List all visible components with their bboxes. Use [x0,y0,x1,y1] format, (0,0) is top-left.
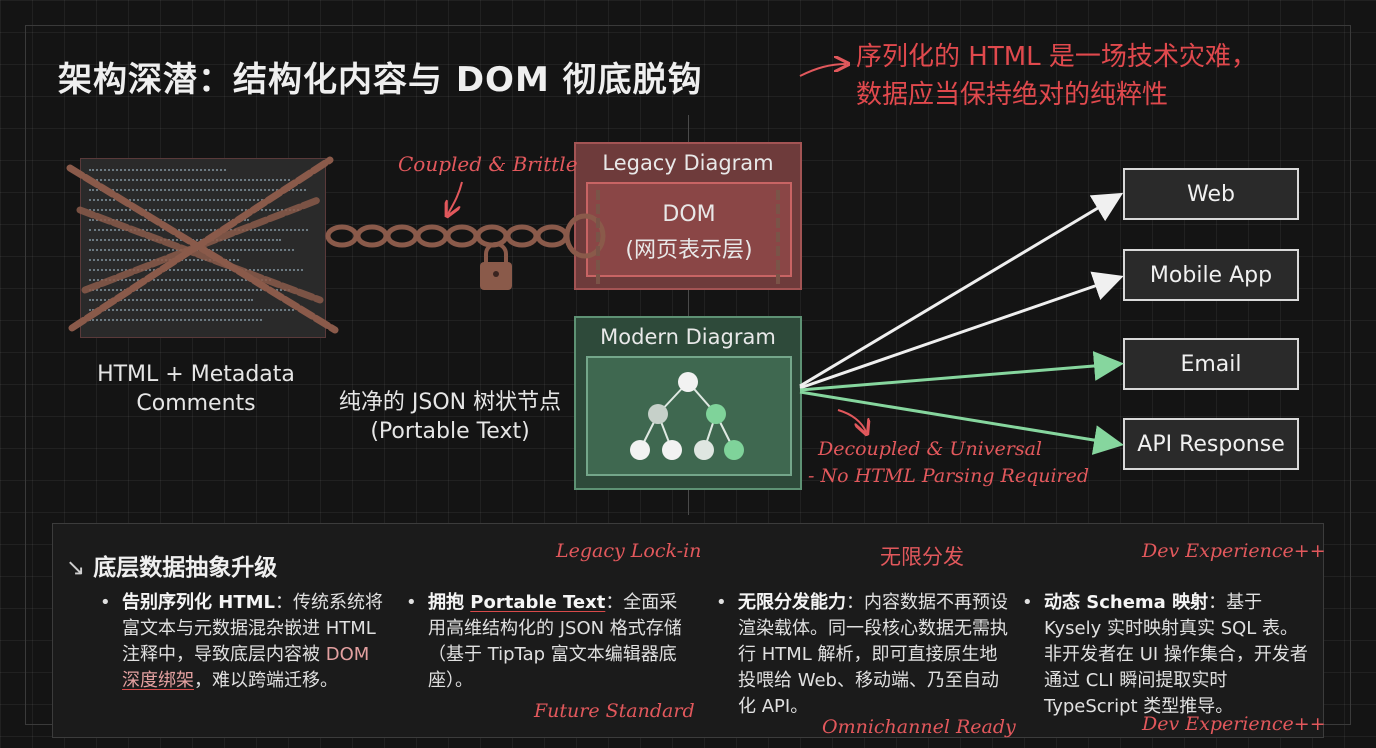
decoupled-arrow-icon [838,410,866,432]
column-1-heading: 告别序列化 HTML [122,592,275,613]
chain-link-icon [328,216,603,256]
column-omnichannel: • 无限分发能力：内容数据不再预设渲染载体。同一段核心数据无需执行 HTML 解… [738,590,1008,720]
future-standard-note: Future Standard [534,700,695,722]
infinite-distribution-note: 无限分发 [880,541,964,571]
column-2-heading-prefix: 拥抱 [428,592,470,613]
crossed-chains-icon [70,160,335,330]
devx-top-note: Dev Experience++ [1142,540,1326,562]
arrow-down-right-icon: ↘ [66,555,85,581]
column-1-body-b: ，难以跨端迁移。 [194,670,338,691]
top-note-arrow-icon [800,64,846,76]
legacy-lockin-note: Legacy Lock-in [556,540,701,562]
column-portable-text: • 拥抱 Portable Text：全面采用高维结构化的 JSON 格式存储（… [428,590,690,694]
panel-title-text: 底层数据抽象升级 [93,555,277,581]
dom-chains-icon [598,190,778,285]
bullet: • [1022,590,1033,616]
column-dynamic-schema: • 动态 Schema 映射：基于 Kysely 实时映射真实 SQL 表。非开… [1044,590,1312,720]
column-1-highlight-hijack: 深度绑架 [122,670,194,691]
json-tree-nodes [630,372,744,460]
column-4-heading: 动态 Schema 映射 [1044,592,1208,613]
bullet: • [406,590,417,616]
coupled-arrow-icon [448,182,462,214]
padlock-icon [480,244,512,290]
distribution-arrows [800,196,1118,444]
column-2-heading: Portable Text [470,592,605,613]
bullet: • [100,590,111,616]
panel-title: ↘ 底层数据抽象升级 [66,548,277,582]
column-1-highlight-dom: DOM [326,644,370,665]
column-3-heading: 无限分发能力 [738,592,846,613]
column-html-farewell: • 告别序列化 HTML：传统系统将富文本与元数据混杂嵌进 HTML 注释中，导… [122,590,384,694]
bullet: • [716,590,727,616]
